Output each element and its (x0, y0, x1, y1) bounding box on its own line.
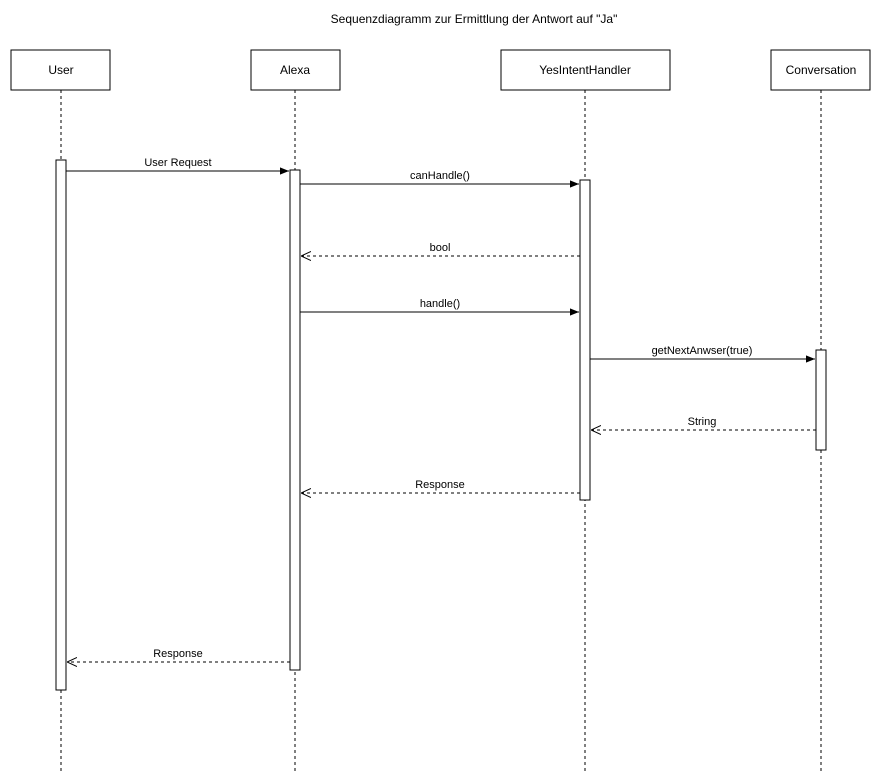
message-canhandle: canHandle() (300, 170, 579, 188)
participant-alexa-label: Alexa (280, 63, 310, 77)
activation-yesintenthandler (579, 179, 591, 501)
participant-yesintenthandler-label: YesIntentHandler (539, 63, 631, 77)
message-handle: handle() (300, 298, 579, 316)
diagram-title: Sequenzdiagramm zur Ermittlung der Antwo… (331, 12, 618, 26)
participant-yesintenthandler-box (500, 49, 671, 91)
activation-conversation (815, 349, 827, 451)
message-label: bool (430, 242, 451, 254)
message-label: String (688, 416, 717, 428)
message-label: getNextAnwser(true) (652, 345, 753, 357)
participant-conversation-label: Conversation (786, 63, 857, 77)
activation-user (55, 159, 67, 691)
participant-conversation: Conversation (770, 49, 871, 91)
message-label: Response (415, 479, 465, 491)
message-response-to-alexa: Response (301, 479, 580, 493)
participant-user-box (10, 49, 111, 91)
participant-alexa-box (250, 49, 341, 91)
message-user-request: User Request (66, 157, 289, 175)
message-label: handle() (420, 298, 460, 310)
participant-alexa: Alexa (250, 49, 341, 91)
message-string-return: String (591, 416, 816, 430)
participant-yesintenthandler: YesIntentHandler (500, 49, 671, 91)
message-bool-return: bool (301, 242, 580, 256)
message-getnextanwser: getNextAnwser(true) (590, 345, 815, 363)
participant-user: User (10, 49, 111, 91)
message-label: canHandle() (410, 170, 470, 182)
message-label: Response (153, 648, 203, 660)
message-label: User Request (144, 157, 211, 169)
participant-conversation-box (770, 49, 871, 91)
participant-user-label: User (48, 63, 73, 77)
message-response-to-user: Response (67, 648, 290, 662)
activation-alexa (289, 169, 301, 671)
